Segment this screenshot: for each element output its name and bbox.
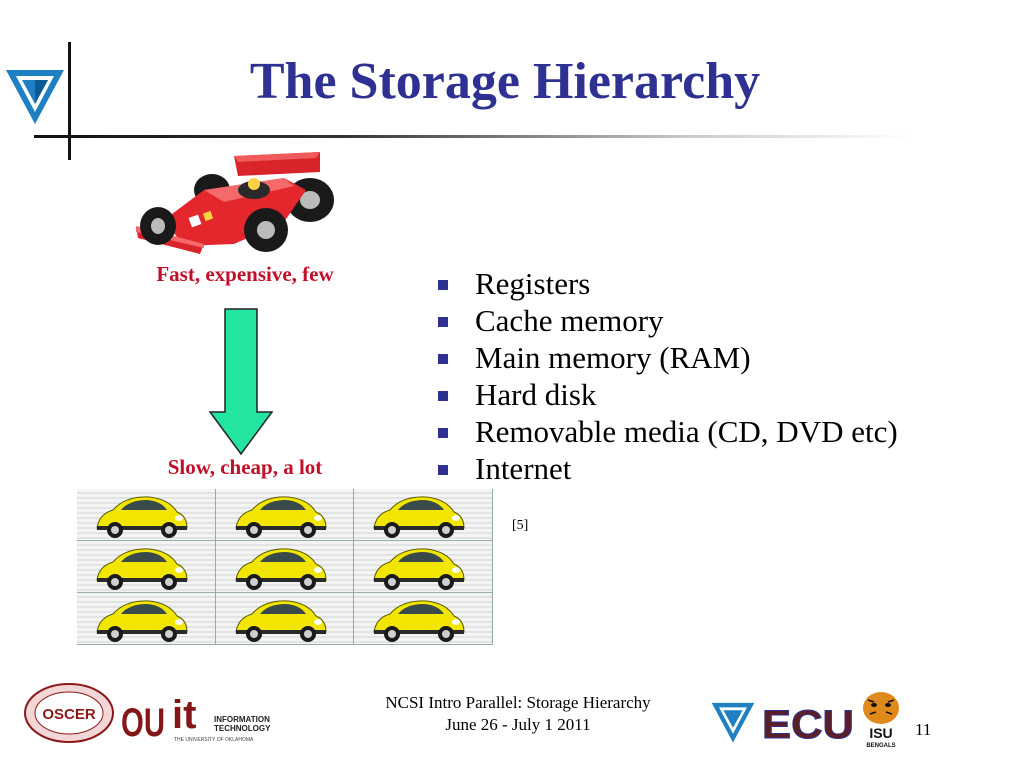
yellow-beetle-icon xyxy=(235,548,327,590)
car-grid-image xyxy=(77,489,493,645)
list-item: Hard disk xyxy=(438,376,998,413)
it-logo-line2: TECHNOLOGY xyxy=(214,724,271,733)
triangle-logo-icon xyxy=(6,70,64,124)
isu-logo-subtext: BENGALS xyxy=(866,743,895,749)
yellow-beetle-icon xyxy=(235,496,327,538)
isu-logo-text: ISU xyxy=(869,725,892,741)
bullet-square-icon xyxy=(438,317,448,327)
fast-expensive-label: Fast, expensive, few xyxy=(156,262,334,286)
list-item: Removable media (CD, DVD etc) xyxy=(438,413,998,450)
it-logo-line1: INFORMATION xyxy=(214,715,270,724)
page-number: 11 xyxy=(915,720,932,739)
car-cell xyxy=(215,541,355,593)
bullet-square-icon xyxy=(438,354,448,364)
footer-course-title: NCSI Intro Parallel: Storage Hierarchy xyxy=(385,693,651,712)
ou-logo: OU xyxy=(120,684,166,746)
oscer-logo: OSCER xyxy=(22,682,116,744)
car-cell xyxy=(215,489,355,541)
it-logo: it INFORMATION TECHNOLOGY THE UNIVERSITY… xyxy=(170,688,288,744)
yellow-beetle-icon xyxy=(373,600,465,642)
yellow-beetle-icon xyxy=(235,600,327,642)
bullet-square-icon xyxy=(438,428,448,438)
ecu-logo-icon: ECU xyxy=(762,703,855,748)
slide-title: The Storage Hierarchy xyxy=(249,53,761,110)
footer-triangle-logo xyxy=(710,700,756,744)
race-car-icon xyxy=(136,152,334,254)
oscer-logo-text: OSCER xyxy=(42,706,96,723)
header-vertical-rule xyxy=(68,42,71,160)
down-arrow xyxy=(208,308,274,456)
yellow-beetle-icon xyxy=(96,548,188,590)
footer-date: June 26 - July 1 2011 xyxy=(445,715,591,734)
yellow-beetle-icon xyxy=(96,600,188,642)
header-horizontal-rule xyxy=(34,135,914,138)
list-item: Cache memory xyxy=(438,302,998,339)
list-item: Main memory (RAM) xyxy=(438,339,998,376)
information-technology-logo-icon: it INFORMATION TECHNOLOGY THE UNIVERSITY… xyxy=(172,693,271,743)
triangle-logo-icon xyxy=(711,702,755,743)
bullet-text: Registers xyxy=(475,266,591,301)
bengal-tiger-icon: ISU BENGALS xyxy=(863,692,899,749)
ou-logo-icon: OU xyxy=(121,701,165,745)
car-cell xyxy=(354,593,493,645)
list-item: Registers xyxy=(438,265,998,302)
ou-logo-text: OU xyxy=(121,701,165,745)
car-cell xyxy=(77,541,216,593)
car-cell xyxy=(77,593,216,645)
bullet-text: Removable media (CD, DVD etc) xyxy=(475,414,898,449)
list-item: Internet xyxy=(438,450,998,487)
bullet-text: Internet xyxy=(475,451,572,486)
bullet-square-icon xyxy=(438,391,448,401)
bullet-square-icon xyxy=(438,280,448,290)
it-logo-mark: it xyxy=(172,693,196,737)
header-logo xyxy=(4,66,66,126)
isu-logo: ISU BENGALS xyxy=(860,690,902,750)
car-cell xyxy=(354,489,493,541)
yellow-beetle-icon xyxy=(373,496,465,538)
car-cell xyxy=(354,541,493,593)
it-logo-line3: THE UNIVERSITY OF OKLAHOMA xyxy=(174,737,254,743)
bullet-text: Hard disk xyxy=(475,377,597,412)
bullet-text: Cache memory xyxy=(475,303,664,338)
car-cell xyxy=(215,593,355,645)
image-citation: [5] xyxy=(512,518,529,533)
race-car-image xyxy=(134,150,340,258)
yellow-beetle-icon xyxy=(96,496,188,538)
car-cell xyxy=(77,489,216,541)
ecu-logo: ECU xyxy=(760,696,856,748)
storage-levels-list: Registers Cache memory Main memory (RAM)… xyxy=(438,265,998,487)
ecu-logo-text: ECU xyxy=(762,703,854,747)
bullet-square-icon xyxy=(438,465,448,475)
yellow-beetle-icon xyxy=(373,548,465,590)
arrow-down-icon xyxy=(208,308,274,456)
bullet-text: Main memory (RAM) xyxy=(475,340,751,375)
footer-caption: NCSI Intro Parallel: Storage Hierarchy J… xyxy=(340,692,696,736)
slow-cheap-label: Slow, cheap, a lot xyxy=(167,455,323,479)
oscer-seal-icon: OSCER xyxy=(24,683,114,743)
